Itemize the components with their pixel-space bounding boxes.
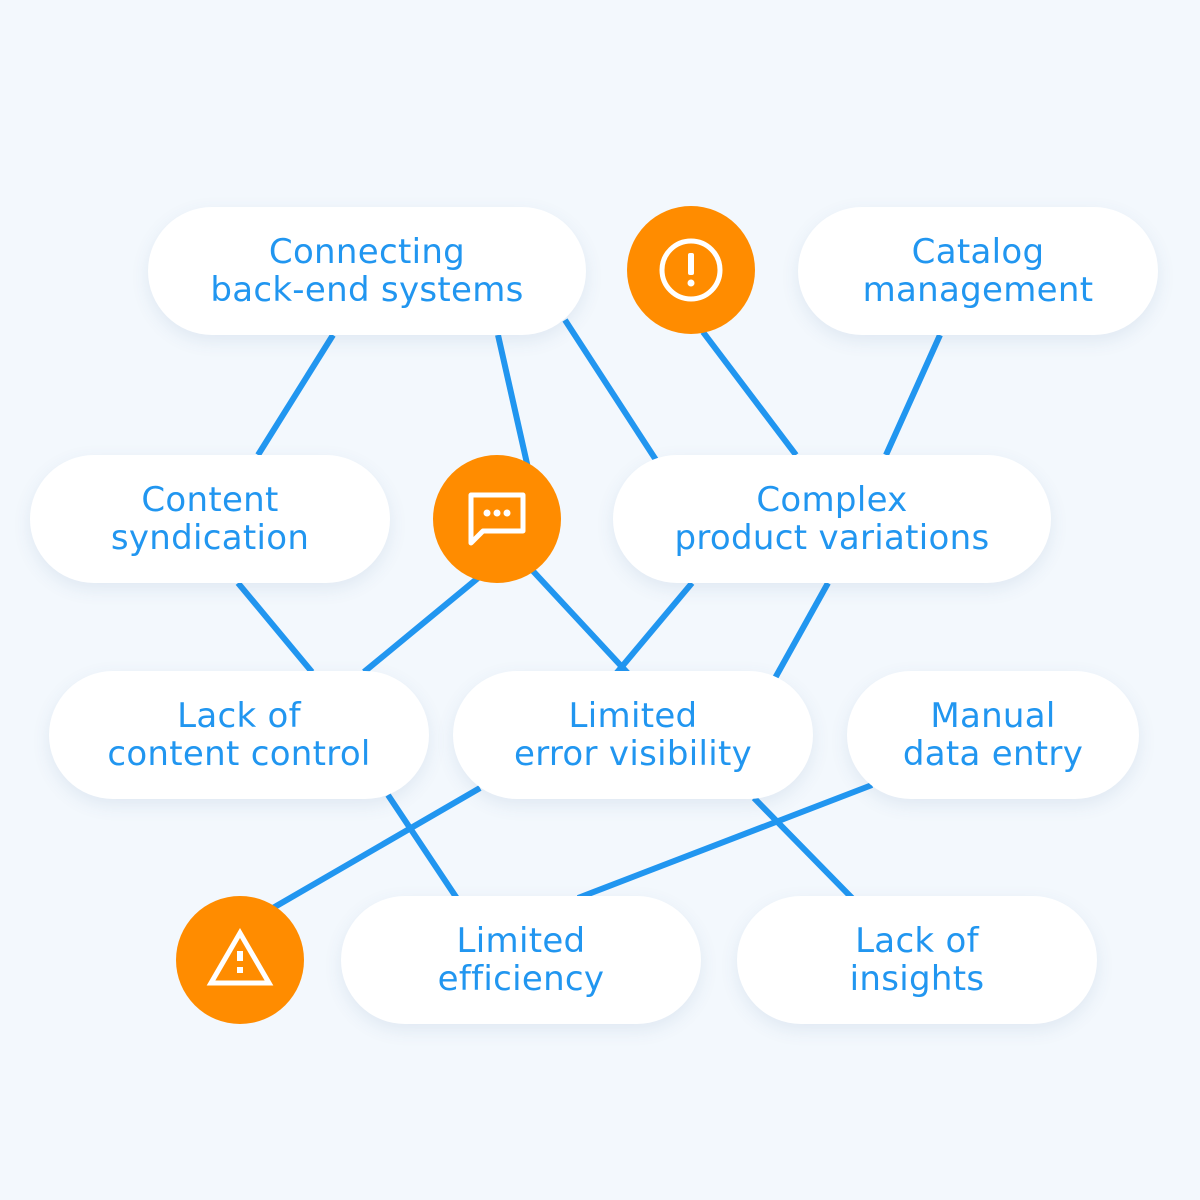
- alert-badge: [627, 206, 755, 334]
- connector: [576, 782, 874, 901]
- connector: [264, 785, 482, 915]
- connector: [235, 581, 315, 674]
- connector: [385, 793, 461, 902]
- chat-badge: [433, 455, 561, 583]
- node-label: Connecting: [268, 232, 466, 272]
- connector: [883, 333, 943, 457]
- node-label: product variations: [674, 518, 990, 558]
- node-label: Content: [141, 480, 279, 520]
- alert-circle-icon: [659, 238, 723, 302]
- node-label: back-end systems: [210, 270, 524, 310]
- connector: [562, 318, 659, 462]
- node-label: insights: [849, 959, 985, 999]
- node-label: Manual: [930, 696, 1056, 736]
- node-label: efficiency: [437, 959, 605, 999]
- node-label: Catalog: [911, 232, 1045, 272]
- connector: [495, 334, 531, 469]
- connector: [771, 581, 831, 682]
- connector: [601, 581, 695, 690]
- node-label: syndication: [110, 518, 310, 558]
- warning-badge: [176, 896, 304, 1024]
- node-label: Lack of: [177, 696, 301, 736]
- node-label: Limited: [456, 921, 586, 961]
- node-label: content control: [107, 734, 371, 774]
- node-label: Lack of: [855, 921, 979, 961]
- node-label: management: [862, 270, 1094, 310]
- connector: [255, 333, 336, 457]
- node-label: data entry: [902, 734, 1084, 774]
- connector: [700, 330, 799, 457]
- node-label: error visibility: [513, 734, 753, 774]
- chat-bubble-icon: [468, 492, 526, 546]
- connector: [751, 795, 857, 903]
- connector: [529, 567, 639, 685]
- connector: [362, 575, 480, 675]
- node-label: Limited: [568, 696, 698, 736]
- node-label: Complex: [756, 480, 908, 520]
- warning-triangle-icon: [206, 928, 274, 986]
